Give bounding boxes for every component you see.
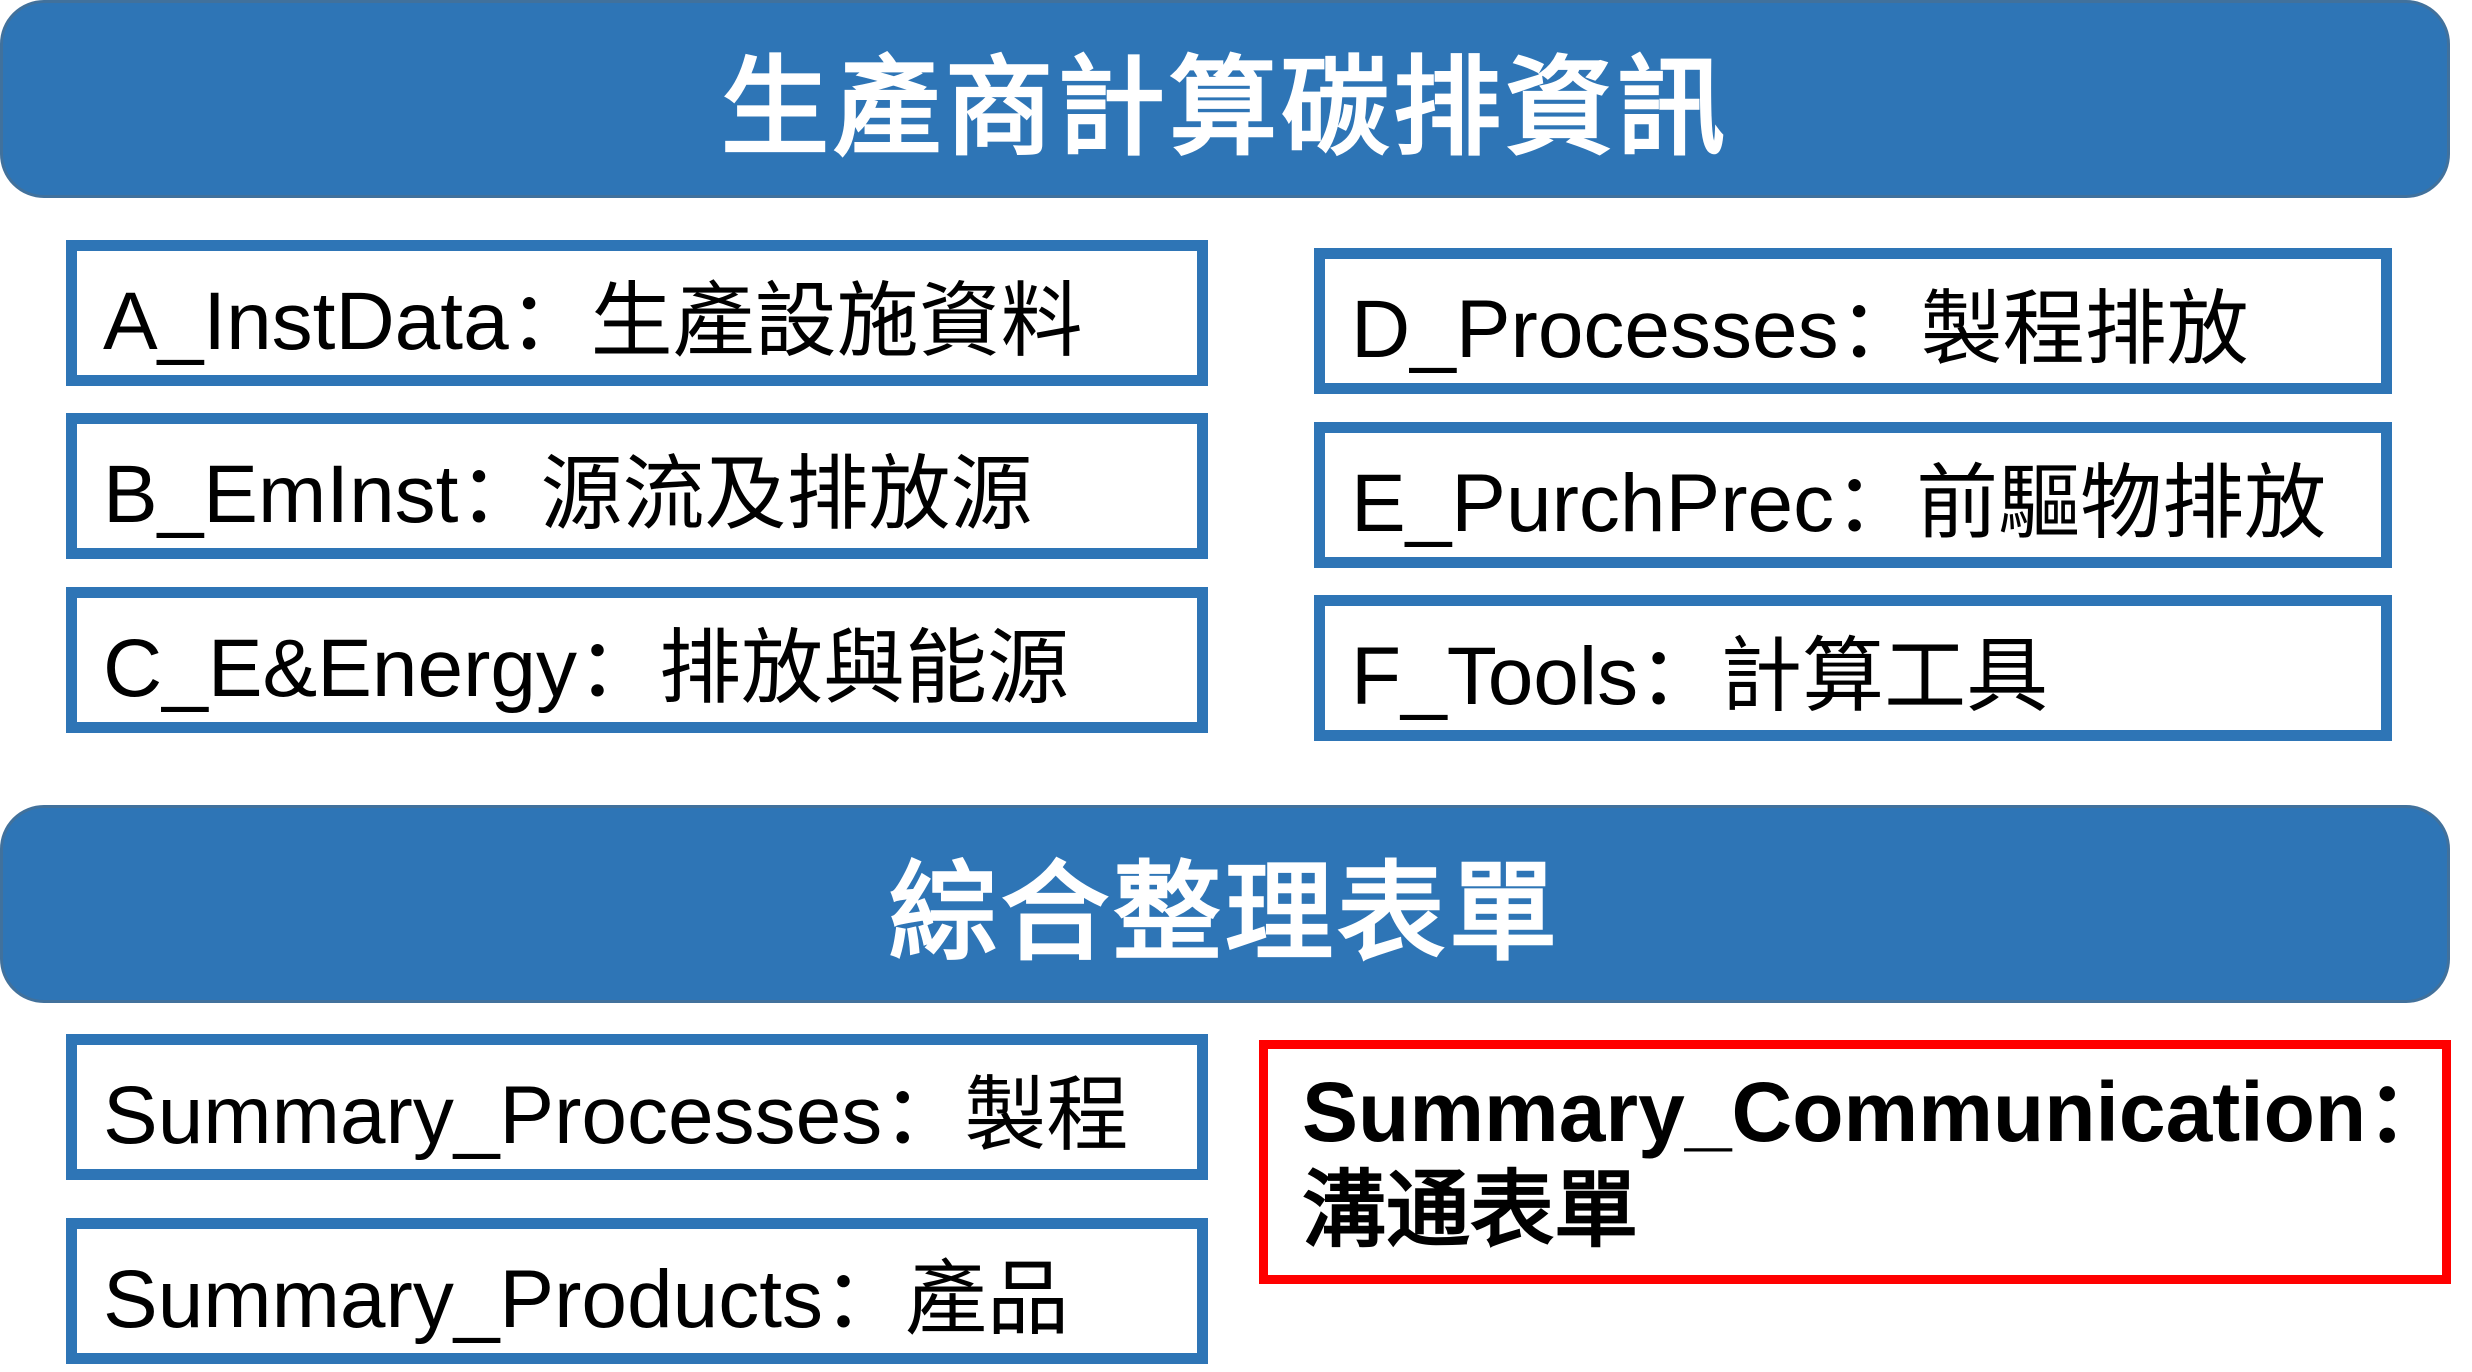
sheet-summary-processes[interactable]: Summary_Processes：製程: [66, 1034, 1208, 1180]
sheet-summary-communication-highlighted[interactable]: Summary_Communication： 溝通表單: [1259, 1040, 2451, 1284]
sheet-c-energy[interactable]: C_E&Energy：排放與能源: [66, 587, 1208, 733]
sheet-summary-products[interactable]: Summary_Products：產品: [66, 1218, 1208, 1364]
section-header-summary-forms: 綜合整理表單: [0, 805, 2450, 1003]
sheet-f-tools[interactable]: F_Tools：計算工具: [1314, 595, 2392, 741]
sheet-e-purchprec[interactable]: E_PurchPrec：前驅物排放: [1314, 422, 2392, 568]
section-header-producer-carbon-info: 生產商計算碳排資訊: [0, 0, 2450, 198]
sheet-a-instdata[interactable]: A_InstData：生產設施資料: [66, 240, 1208, 386]
sheet-d-processes[interactable]: D_Processes：製程排放: [1314, 248, 2392, 394]
summary-communication-label: Summary_Communication：: [1302, 1065, 2451, 1159]
sheet-b-eminst[interactable]: B_EmInst：源流及排放源: [66, 413, 1208, 559]
summary-communication-desc: 溝通表單: [1302, 1163, 1639, 1257]
